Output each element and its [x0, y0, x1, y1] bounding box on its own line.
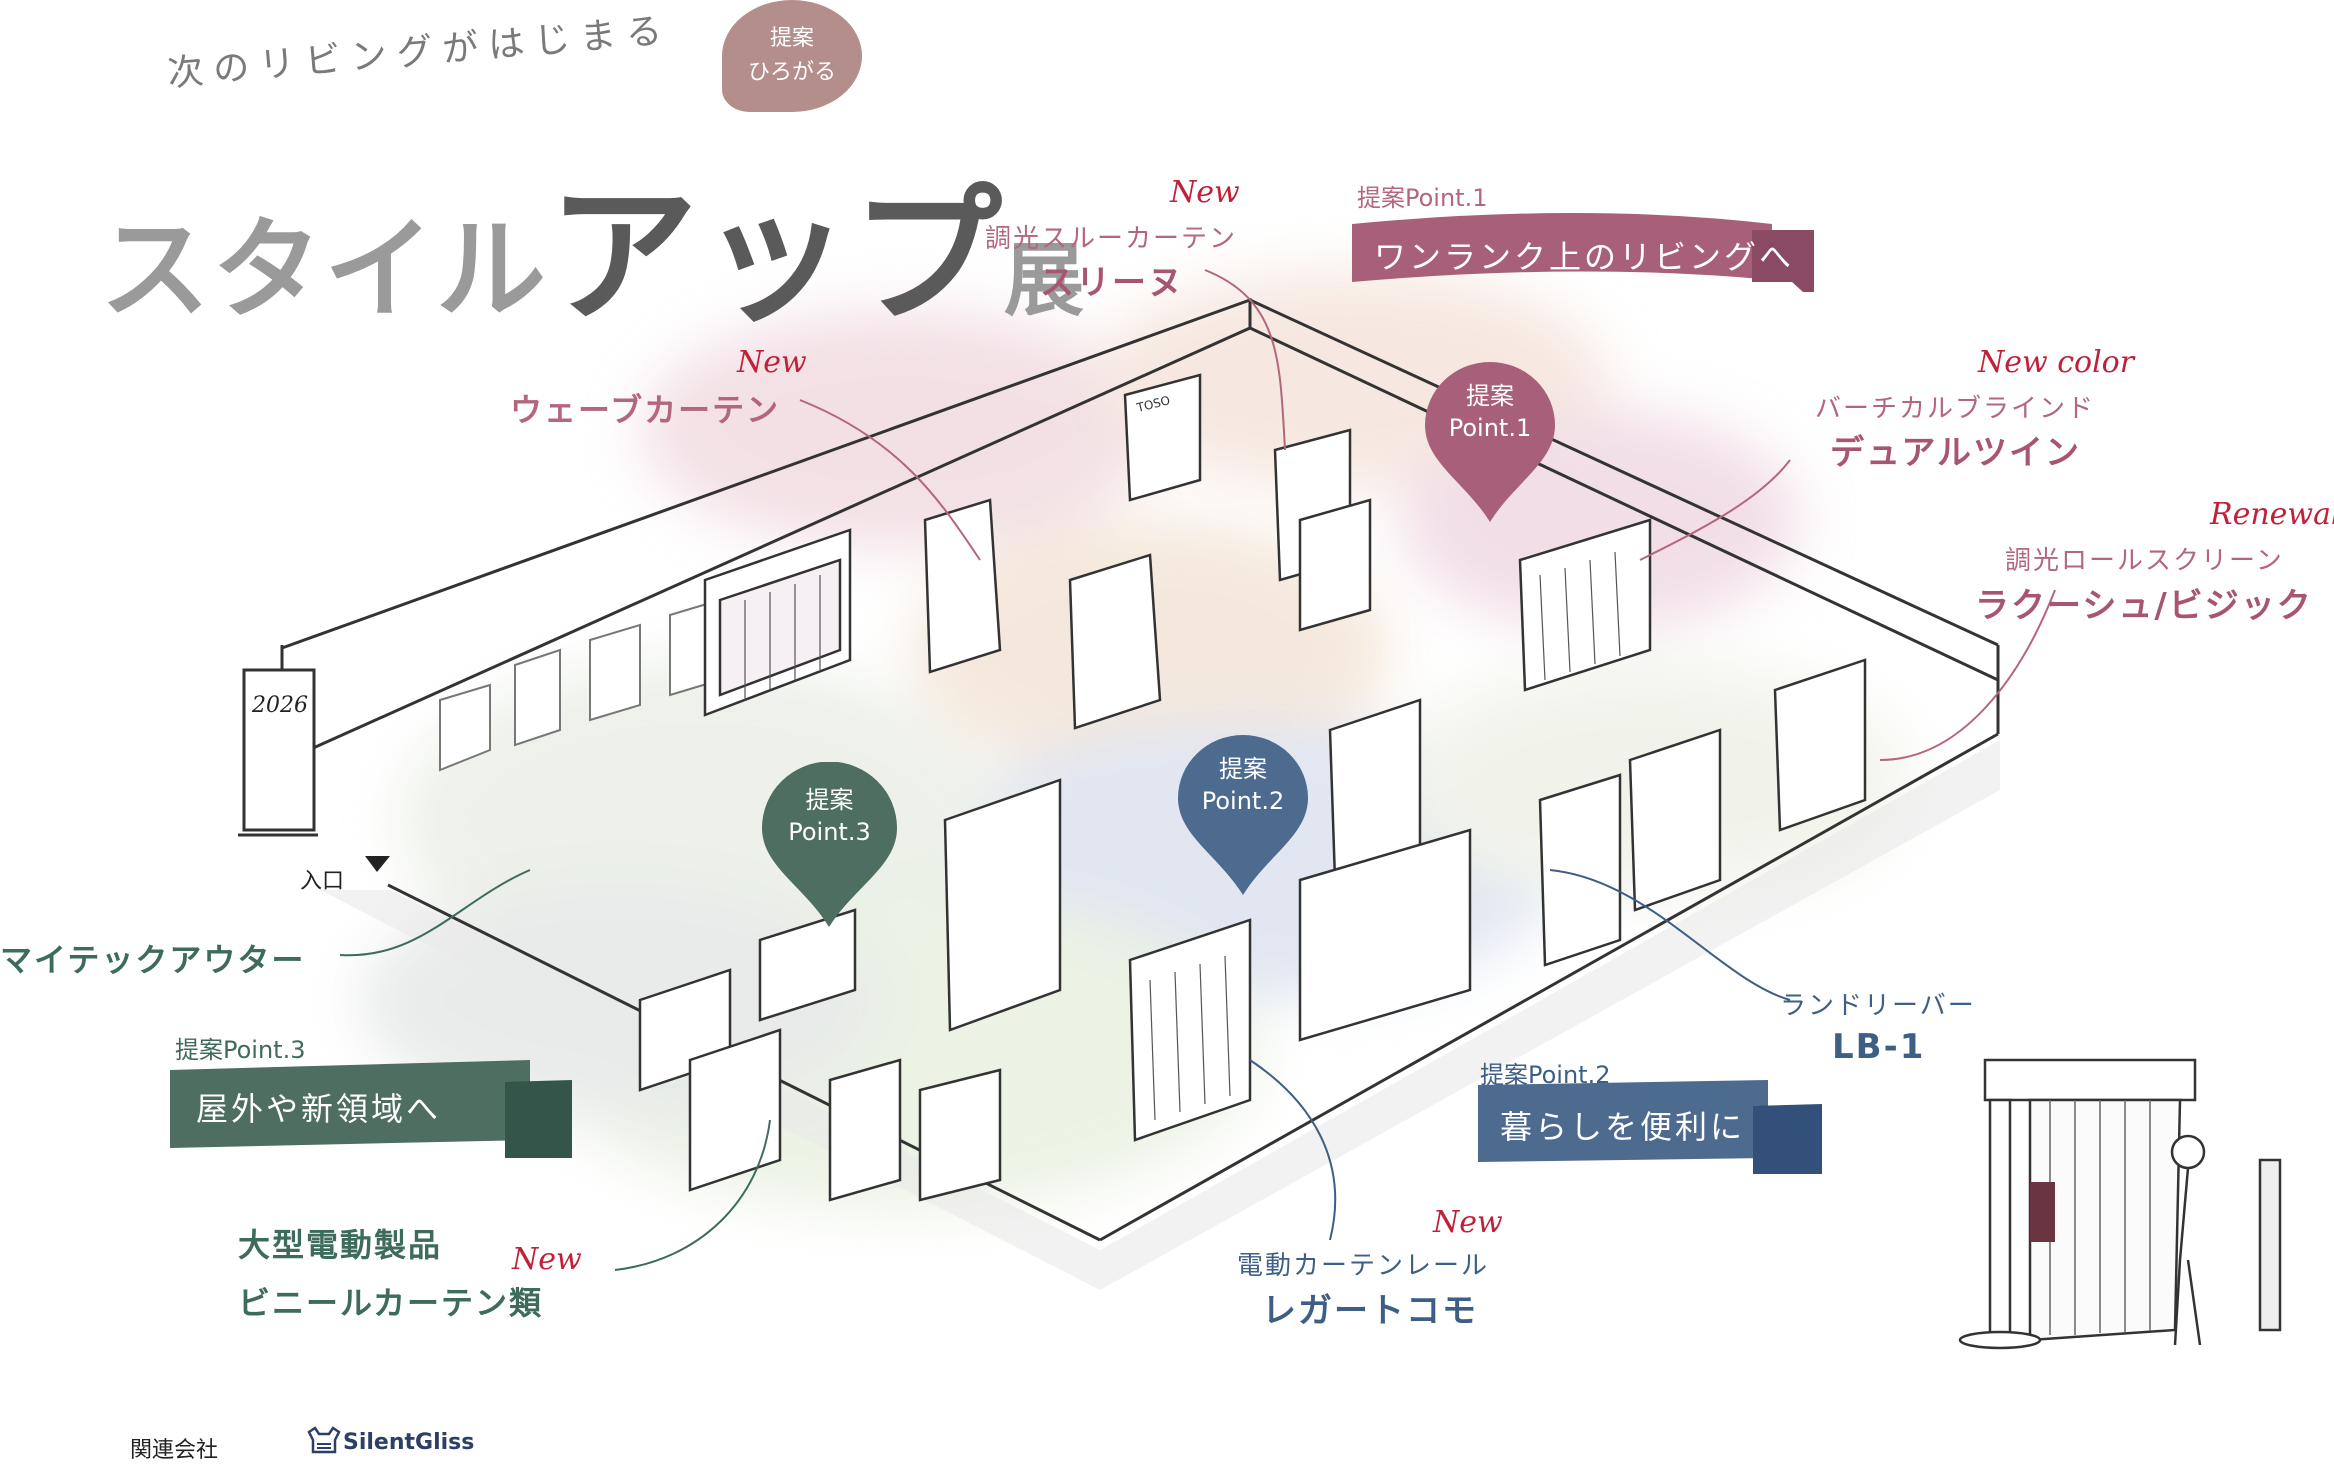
pin-point2-line2: Point.2 — [1201, 787, 1285, 815]
legato-badge: New — [1433, 1205, 1503, 1240]
legato-sub: 電動カーテンレール — [1237, 1251, 1490, 1281]
year-sign-board — [238, 668, 318, 837]
left-wall-panels — [439, 598, 721, 772]
pin-point3-line2: Point.3 — [788, 818, 871, 846]
mytec-name: マイテックアウター — [0, 941, 306, 979]
banner-point2: 暮らしを便利に — [1478, 1080, 1828, 1175]
silentgliss-text: SilentGliss — [343, 1430, 475, 1455]
entrance-arrow-icon — [365, 856, 390, 872]
dual-badge: New color — [1978, 345, 2135, 380]
title-part-1: スタイル — [100, 206, 548, 334]
banner-point3-caption: 提案Point.3 — [175, 1036, 306, 1064]
pin-point3-text: 提案 Point.3 — [762, 784, 897, 848]
large-line-2: ビニールカーテン類 — [238, 1284, 544, 1322]
pin-point3-line1: 提案 — [805, 786, 854, 814]
banner-point3-text: 屋外や新領域へ — [196, 1090, 442, 1128]
bubble-line-2: ひろがる — [747, 60, 836, 85]
related-company-label: 関連会社 — [130, 1438, 219, 1463]
exhibition-title: スタイルアップ展 — [100, 135, 1086, 352]
laundry-sub: ランドリーバー — [1780, 991, 1976, 1021]
sleeve-name: スリーヌ — [1040, 263, 1184, 303]
banner-point3: 屋外や新領域へ — [170, 1060, 580, 1160]
pin-point1-line1: 提案 — [1466, 382, 1514, 410]
wave-badge: New — [737, 345, 807, 380]
lacouche-badge: Renewal — [2210, 497, 2334, 532]
legato-name: レガートコモ — [1262, 1291, 1478, 1331]
banner-point2-text: 暮らしを便利に — [1500, 1108, 1746, 1146]
laundry-name: LB-1 — [1832, 1027, 1926, 1067]
cat-logo-icon — [307, 1426, 341, 1454]
booth-sketch — [1958, 1058, 2282, 1350]
sleeve-sub: 調光スルーカーテン — [985, 224, 1238, 254]
banner-point1-text: ワンランク上のリビングへ — [1374, 238, 1795, 276]
entrance-label: 入口 — [300, 869, 344, 894]
pin-point2-text: 提案 Point.2 — [1178, 753, 1308, 817]
dual-sub: バーチカルブラインド — [1815, 394, 2096, 424]
banner-point1: ワンランク上のリビングへ — [1352, 212, 1822, 292]
dual-name: デュアルツイン — [1830, 433, 2081, 473]
pin-point3: 提案 Point.3 — [762, 762, 897, 927]
sign-year: 2026 — [251, 693, 308, 718]
title-part-3: 展 — [1004, 234, 1087, 327]
large-line-1: 大型電動製品 — [238, 1226, 443, 1264]
leader-lines — [339, 269, 2056, 1271]
curtain-folds — [744, 551, 1621, 1121]
pin-point1: 提案 Point.1 — [1425, 362, 1555, 522]
large-badge: New — [512, 1242, 582, 1277]
lacouche-sub: 調光ロールスクリーン — [2005, 546, 2284, 576]
pin-point1-line2: Point.1 — [1448, 414, 1532, 442]
display-units — [638, 373, 1867, 1202]
wave-name: ウェーブカーテン — [510, 391, 781, 429]
bubble-line-1: 提案 — [769, 26, 814, 51]
proposal-bubble: 提案 ひろがる — [722, 0, 862, 112]
pin-point1-text: 提案 Point.1 — [1425, 380, 1555, 444]
pin-point2-line1: 提案 — [1219, 755, 1267, 783]
title-part-2: アップ — [548, 170, 1005, 344]
shopping-bag — [2030, 1182, 2055, 1242]
lacouche-name: ラクーシュ/ビジック — [1975, 586, 2313, 626]
sleeve-badge: New — [1170, 175, 1240, 210]
pin-point2: 提案 Point.2 — [1178, 735, 1308, 895]
banner-point1-caption: 提案Point.1 — [1357, 184, 1488, 212]
